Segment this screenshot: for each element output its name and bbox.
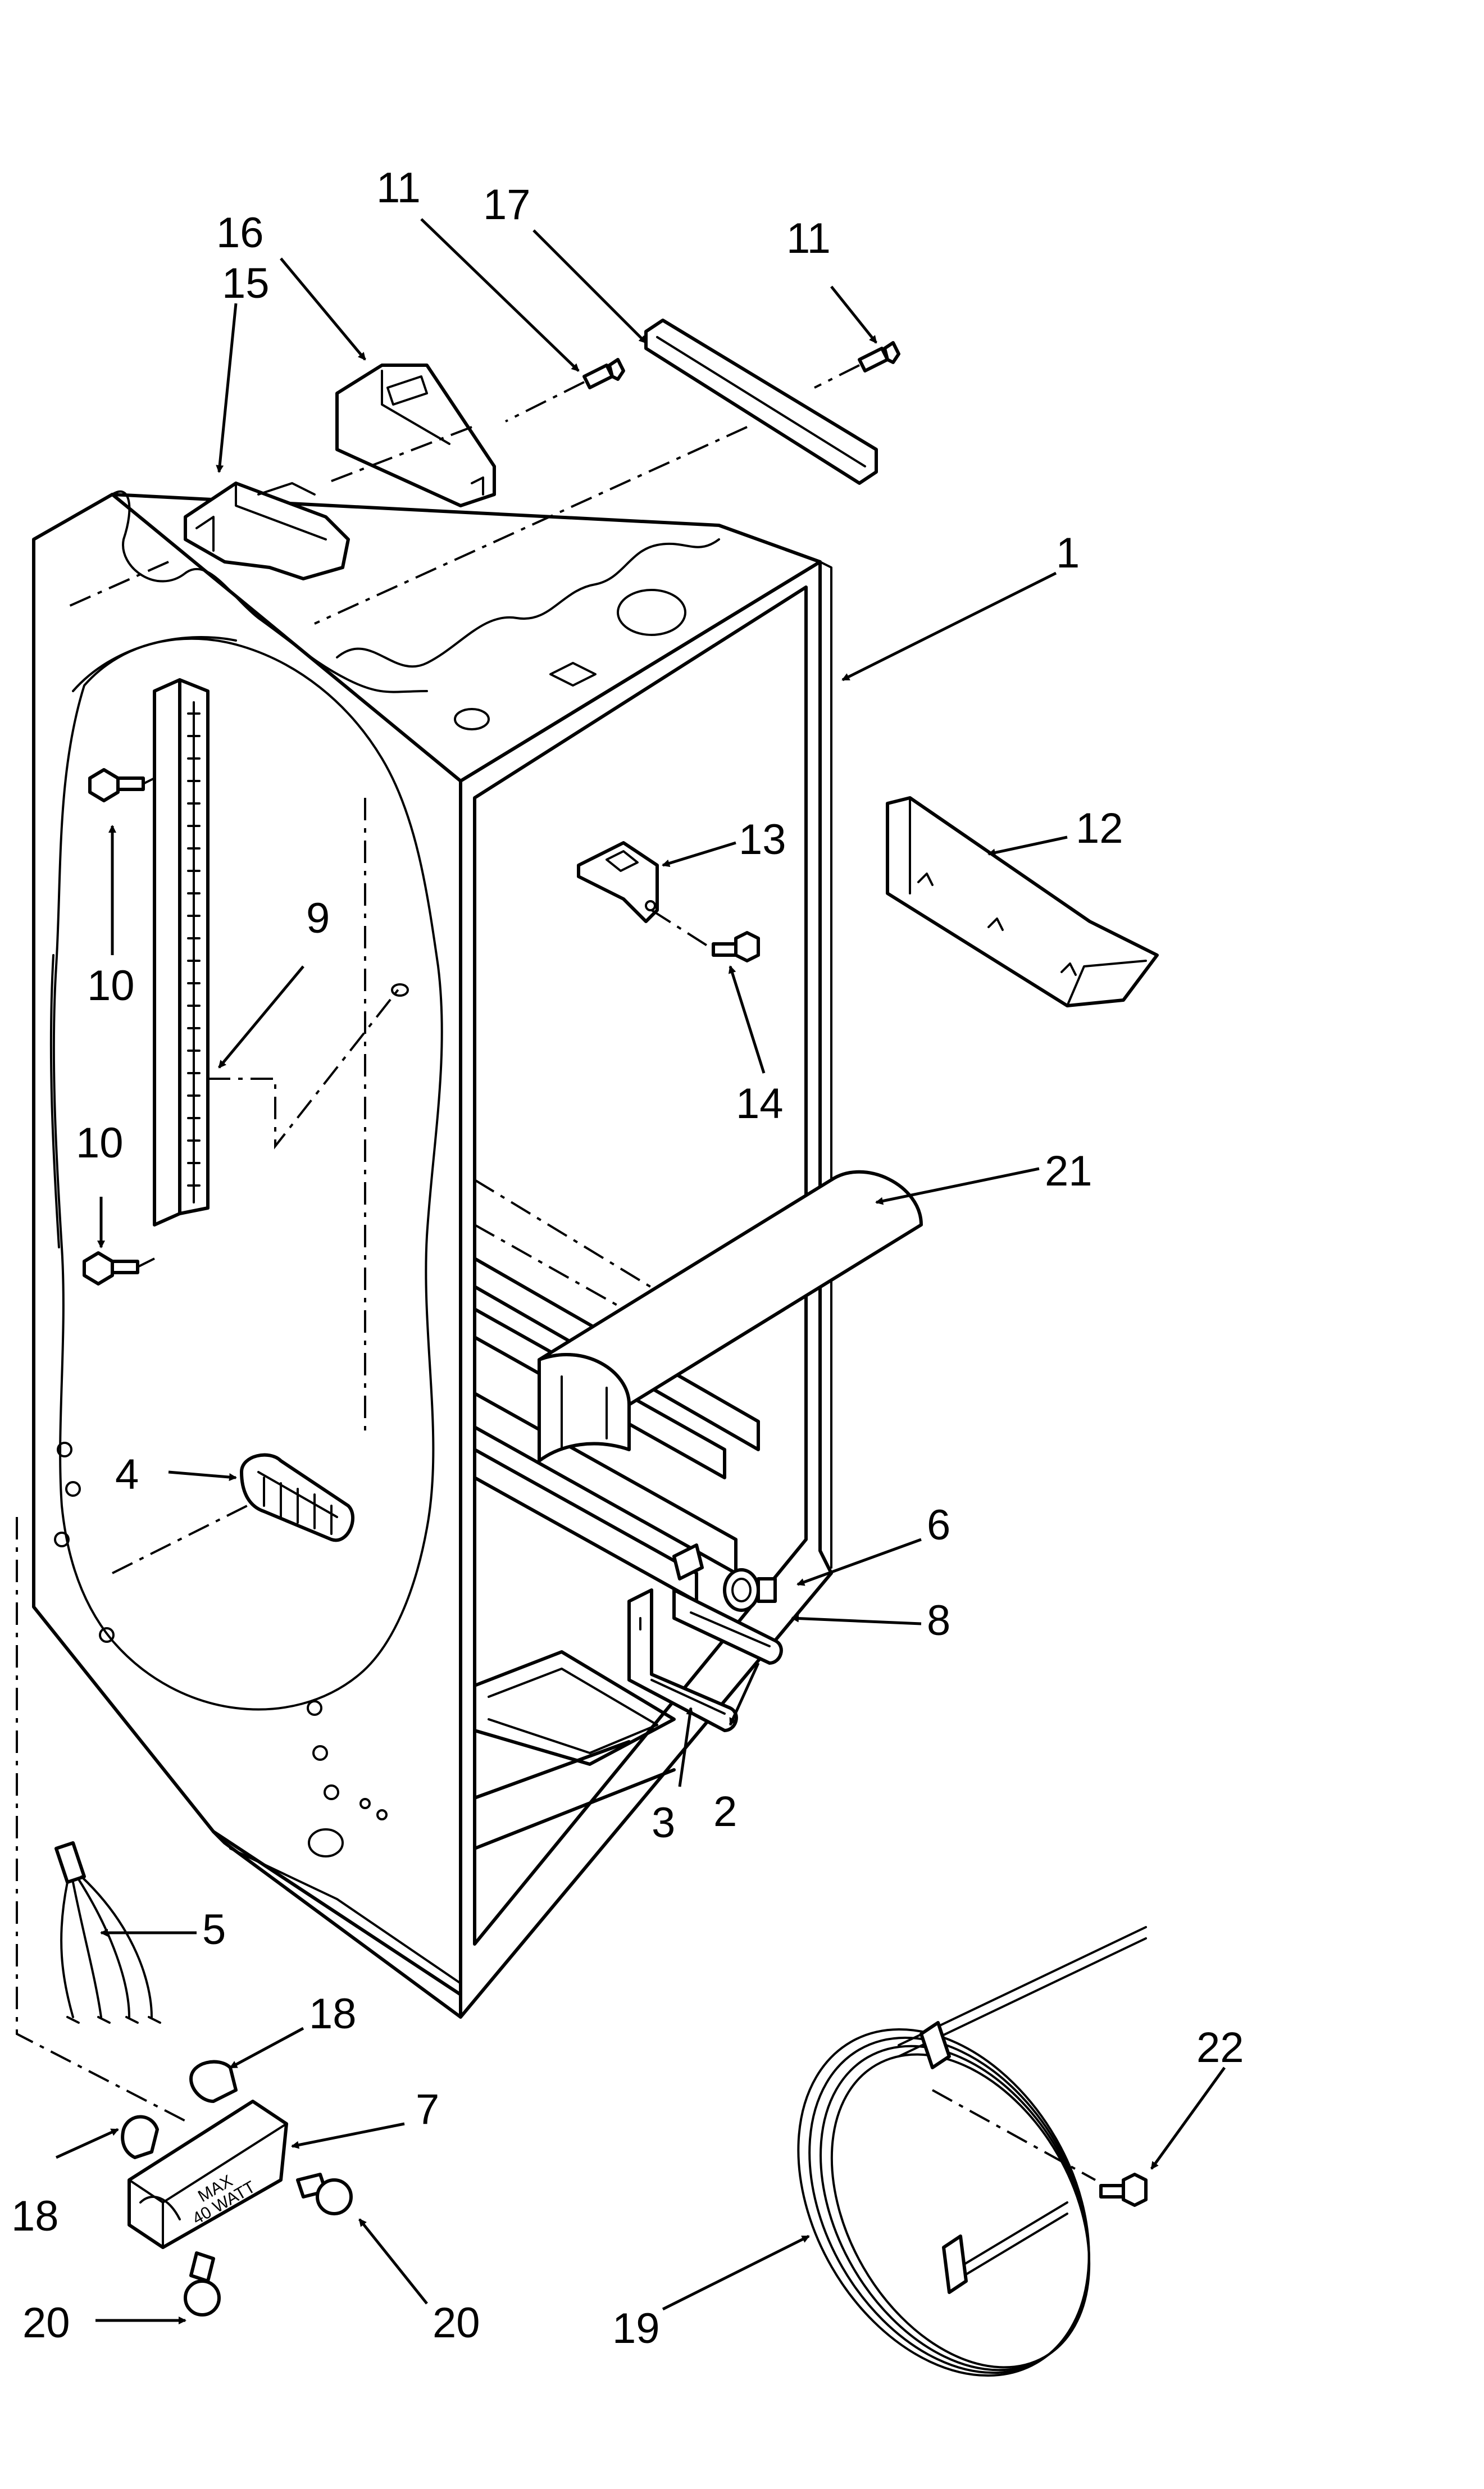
screw-11-left <box>505 358 625 423</box>
screw-22 <box>1099 2173 1148 2207</box>
rail-17 <box>314 319 878 625</box>
bracket-13 <box>577 841 714 951</box>
callout-2: 2 <box>713 1788 737 1836</box>
callout-21: 21 <box>1045 1147 1092 1195</box>
callout-5: 5 <box>202 1906 226 1954</box>
callout-18-upper: 18 <box>309 1990 357 2038</box>
ladder-slots <box>187 712 201 1187</box>
callout-15: 15 <box>222 260 270 307</box>
bracket-2 <box>672 1588 783 1665</box>
callout-22: 22 <box>1196 2024 1244 2072</box>
bulb-20-right <box>296 2173 353 2215</box>
leader-lines <box>55 218 1226 2324</box>
clip-18-upper <box>189 2060 238 2103</box>
callout-19: 19 <box>612 2305 660 2352</box>
callout-3: 3 <box>652 1799 675 1847</box>
bulb-20-left <box>184 2251 221 2317</box>
screw-11-right <box>814 341 900 389</box>
trim-12 <box>886 796 1159 1007</box>
callout-11-right: 11 <box>786 215 831 262</box>
cover-21 <box>538 1170 923 1462</box>
clip-18-lower <box>121 2115 159 2159</box>
callout-9: 9 <box>306 894 330 942</box>
callout-13: 13 <box>739 816 786 864</box>
callout-7: 7 <box>416 2086 439 2133</box>
callout-16: 16 <box>216 209 264 257</box>
screw-10-upper <box>88 768 155 802</box>
callout-8: 8 <box>927 1597 950 1645</box>
callout-18-lower: 18 <box>11 2192 59 2240</box>
screw-10-lower <box>83 1251 155 1286</box>
callout-14: 14 <box>736 1080 784 1128</box>
callout-11-left: 11 <box>376 164 421 212</box>
wire-harness-5 <box>54 1841 161 2024</box>
grille-4 <box>112 1453 355 1574</box>
screw-14 <box>712 931 760 962</box>
callout-10-upper: 10 <box>87 962 135 1010</box>
callout-17: 17 <box>483 181 531 229</box>
callout-6: 6 <box>927 1501 950 1549</box>
callout-20-right: 20 <box>433 2299 480 2347</box>
shelf-ladder-rail <box>153 678 409 1227</box>
control-knob-6-8 <box>672 1543 777 1612</box>
callout-1: 1 <box>1056 529 1080 577</box>
callout-numbers: 1 2 3 4 5 6 7 8 9 10 10 11 11 12 13 14 1… <box>11 164 1244 2352</box>
bracket-16 <box>325 364 496 507</box>
water-tube-coil-19 <box>797 1926 1147 2377</box>
light-housing-15 <box>67 482 350 608</box>
callout-12: 12 <box>1076 805 1123 852</box>
callout-4: 4 <box>115 1451 139 1498</box>
callout-10-lower: 10 <box>76 1119 124 1167</box>
callout-20-left: 20 <box>22 2299 70 2347</box>
